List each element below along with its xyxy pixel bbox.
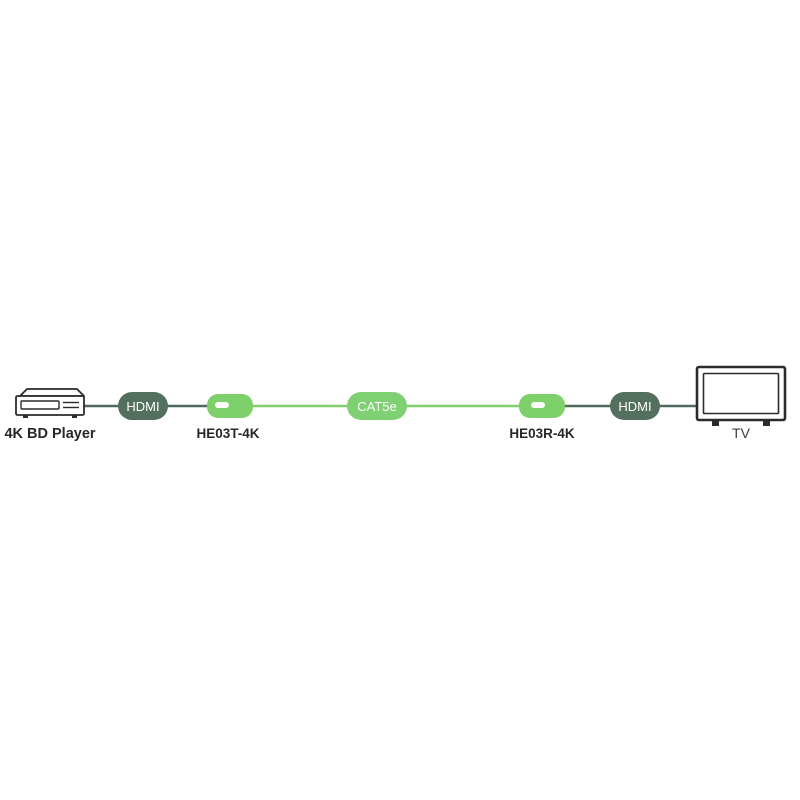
node-hdmi-left[interactable]: HDMI — [118, 392, 168, 420]
extender-transmitter-icon — [207, 394, 253, 418]
node-hdmi-right[interactable]: HDMI — [610, 392, 660, 420]
node-receiver[interactable]: HE03R-4K — [509, 394, 575, 441]
node-cat5e-label: CAT5e — [357, 399, 397, 414]
hdmi-badge — [610, 392, 660, 420]
node-transmitter-label: HE03T-4K — [196, 426, 259, 441]
bd-player-icon — [15, 388, 85, 418]
node-transmitter[interactable]: HE03T-4K — [196, 394, 260, 441]
node-source[interactable]: 4K BD Player — [4, 388, 96, 442]
node-display-label: TV — [732, 425, 751, 441]
node-cat5e[interactable]: CAT5e — [347, 392, 407, 420]
cat5e-badge — [347, 392, 407, 420]
hdmi-badge — [118, 392, 168, 420]
node-receiver-label: HE03R-4K — [509, 426, 575, 441]
node-hdmi-right-label: HDMI — [618, 399, 651, 414]
node-source-label: 4K BD Player — [4, 426, 95, 442]
node-display[interactable]: TV — [695, 365, 787, 441]
tv-icon — [695, 365, 787, 426]
node-hdmi-left-label: HDMI — [126, 399, 159, 414]
extender-receiver-icon — [519, 394, 565, 418]
